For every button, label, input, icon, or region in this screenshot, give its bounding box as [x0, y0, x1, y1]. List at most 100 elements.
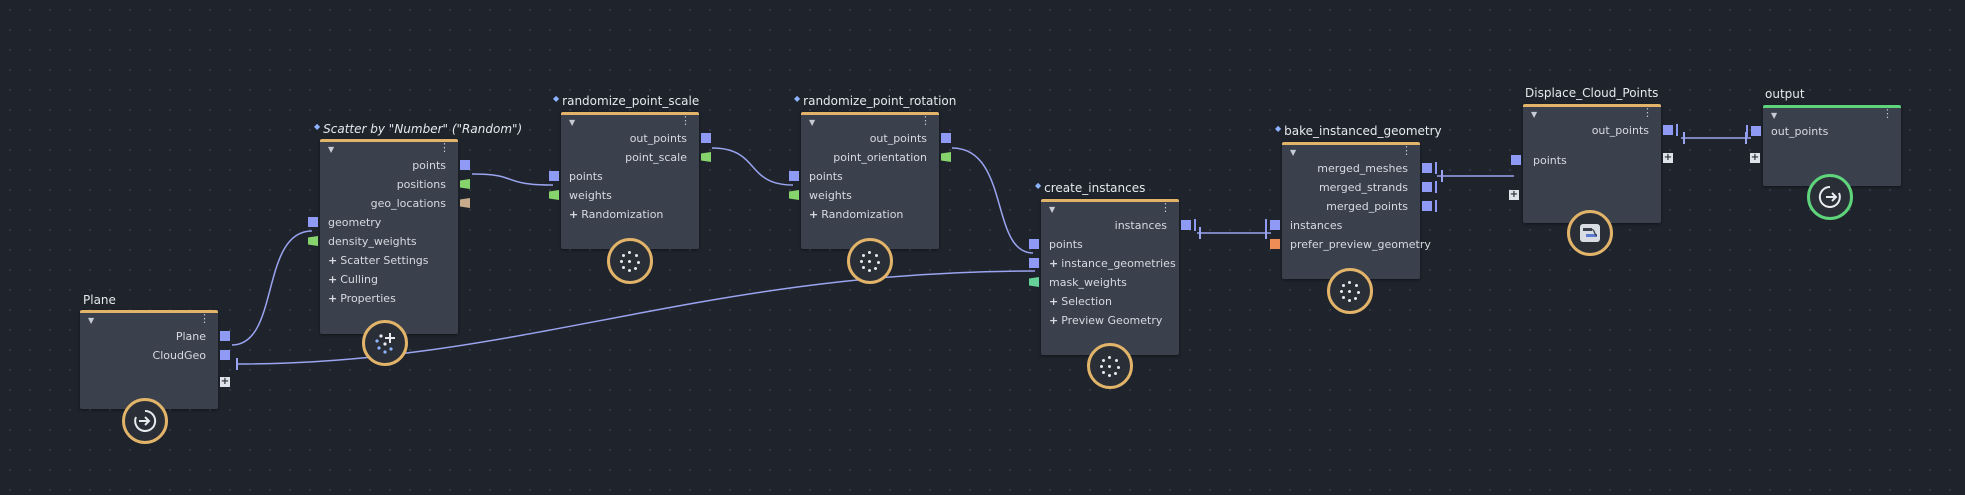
wire-cloudgeo-to-instance-geometries: [236, 270, 1036, 365]
input-geometry: geometry: [308, 213, 458, 232]
expand-triangle-icon[interactable]: ▼: [1049, 205, 1056, 214]
output-port-point-scale[interactable]: [701, 152, 711, 162]
node-title-scatter: ◆Scatter by "Number" ("Random"): [314, 122, 523, 136]
input-port-prefer-preview-geometry[interactable]: [1270, 239, 1280, 249]
group-selection[interactable]: +Selection: [1049, 295, 1112, 308]
add-input-button[interactable]: +: [1750, 152, 1760, 163]
output-port-positions[interactable]: [460, 179, 470, 189]
node-title-randomize-point-scale: ◆randomize_point_scale: [553, 94, 700, 108]
node-status-create-instances[interactable]: [1087, 343, 1133, 389]
menu-dots-icon[interactable]: ⋮: [920, 114, 931, 127]
title-text: Plane: [83, 293, 116, 307]
group-randomization[interactable]: +Randomization: [809, 208, 904, 221]
menu-dots-icon[interactable]: ⋮: [1882, 107, 1893, 120]
add-input-button[interactable]: +: [1509, 189, 1519, 200]
expand-triangle-icon[interactable]: ▼: [569, 118, 576, 127]
expand-triangle-icon[interactable]: ▼: [1531, 110, 1538, 119]
expand-triangle-icon[interactable]: ▼: [88, 316, 95, 325]
output-port-plane[interactable]: [220, 331, 230, 341]
node-status-scatter[interactable]: [362, 320, 408, 366]
scatter-dots-icon: [1339, 280, 1361, 302]
output-port-geo-locations[interactable]: [460, 198, 470, 208]
input-port-weights[interactable]: [549, 190, 559, 200]
output-port-cloudgeo[interactable]: [220, 350, 230, 360]
node-status-randomize-point-scale[interactable]: [607, 238, 653, 284]
node-output[interactable]: ▼ ⋮ out_points: [1746, 105, 1901, 186]
pin-icon: ◆: [1035, 181, 1042, 190]
node-status-displace-cloud-points[interactable]: [1567, 210, 1613, 256]
menu-dots-icon[interactable]: ⋮: [199, 312, 210, 325]
pin-icon: ◆: [794, 94, 801, 103]
input-port-density-weights[interactable]: [308, 236, 318, 246]
input-port-instances[interactable]: [1265, 219, 1280, 231]
group-instance-geometries[interactable]: +instance_geometries: [1029, 254, 1179, 273]
input-weights: weights: [549, 186, 699, 205]
output-port-out-points[interactable]: [1663, 124, 1678, 136]
group-scatter-settings[interactable]: +Scatter Settings: [328, 254, 429, 267]
node-title-create-instances: ◆create_instances: [1035, 181, 1146, 195]
input-density-weights: density_weights: [308, 232, 458, 251]
scatter-dots-icon: [859, 250, 881, 272]
node-create-instances[interactable]: ▼ ⋮ instances points +instance_geometrie…: [1029, 199, 1196, 355]
menu-dots-icon[interactable]: ⋮: [680, 114, 691, 127]
output-merged-meshes: merged_meshes: [1282, 159, 1437, 178]
node-plane[interactable]: ▼ ⋮ Plane CloudGeo: [80, 310, 230, 409]
wire-scale-to-rotation: [711, 147, 794, 186]
input-port-instance-geometries[interactable]: [1029, 258, 1039, 268]
add-output-button[interactable]: +: [220, 376, 230, 387]
input-points: points: [1511, 151, 1661, 170]
add-output-button[interactable]: +: [1663, 152, 1673, 163]
input-port-points[interactable]: [789, 171, 799, 181]
pin-icon: ◆: [1275, 124, 1282, 133]
menu-dots-icon[interactable]: ⋮: [1642, 106, 1653, 119]
output-port-point-orientation[interactable]: [941, 152, 951, 162]
output-port-merged-points[interactable]: [1422, 200, 1437, 212]
output-port-merged-strands[interactable]: [1422, 181, 1437, 193]
output-port-points[interactable]: [460, 160, 470, 170]
group-preview-geometry[interactable]: +Preview Geometry: [1049, 314, 1163, 327]
output-out-points: out_points: [1523, 121, 1678, 140]
output-port-out-points[interactable]: [941, 133, 951, 143]
input-points: points: [549, 167, 699, 186]
expand-triangle-icon[interactable]: ▼: [328, 145, 335, 154]
node-displace-cloud-points[interactable]: ▼ ⋮ out_points points: [1511, 104, 1678, 223]
input-port-weights[interactable]: [789, 190, 799, 200]
expand-triangle-icon[interactable]: ▼: [809, 118, 816, 127]
node-status-plane[interactable]: [122, 398, 168, 444]
output-merged-points: merged_points: [1282, 197, 1437, 216]
menu-dots-icon[interactable]: ⋮: [1160, 201, 1171, 214]
node-title-randomize-point-rotation: ◆randomize_point_rotation: [794, 94, 957, 108]
input-points: points: [789, 167, 939, 186]
node-title-bake-instanced-geometry: ◆bake_instanced_geometry: [1275, 124, 1442, 138]
input-port-points[interactable]: [1029, 239, 1039, 249]
node-randomize-point-rotation[interactable]: ▼ ⋮ out_points point_orientation points …: [789, 112, 951, 249]
group-properties[interactable]: +Properties: [328, 292, 396, 305]
node-scatter[interactable]: ▼ ⋮ points positions geo_locations geome…: [308, 139, 470, 334]
input-port-points[interactable]: [549, 171, 559, 181]
node-randomize-point-scale[interactable]: ▼ ⋮ out_points point_scale points weight…: [549, 112, 711, 249]
input-port-out-points[interactable]: [1746, 125, 1761, 137]
output-cloudgeo: CloudGeo: [80, 346, 230, 365]
output-port-out-points[interactable]: [701, 133, 711, 143]
scatter-plus-icon: [375, 333, 395, 354]
node-status-randomize-point-rotation[interactable]: [847, 238, 893, 284]
node-status-output[interactable]: [1807, 174, 1853, 220]
output-port-instances[interactable]: [1181, 219, 1196, 231]
input-port-geometry[interactable]: [308, 217, 318, 227]
output-port-merged-meshes[interactable]: [1422, 162, 1437, 174]
expand-triangle-icon[interactable]: ▼: [1771, 111, 1778, 120]
group-culling[interactable]: +Culling: [328, 273, 378, 286]
menu-dots-icon[interactable]: ⋮: [439, 141, 450, 154]
input-port-mask-weights[interactable]: [1029, 277, 1039, 287]
node-title-plane: Plane: [83, 293, 116, 307]
menu-dots-icon[interactable]: ⋮: [1401, 144, 1412, 157]
output-arrow-icon: [1818, 185, 1841, 208]
output-out-points: out_points: [561, 129, 711, 148]
input-mask-weights: mask_weights: [1029, 273, 1179, 292]
node-bake-instanced-geometry[interactable]: ▼ ⋮ merged_meshes merged_strands merged_…: [1265, 142, 1437, 279]
expand-triangle-icon[interactable]: ▼: [1290, 148, 1297, 157]
group-randomization[interactable]: +Randomization: [569, 208, 664, 221]
node-status-bake-instanced-geometry[interactable]: [1327, 268, 1373, 314]
input-port-points[interactable]: [1511, 155, 1521, 165]
output-positions: positions: [320, 175, 470, 194]
